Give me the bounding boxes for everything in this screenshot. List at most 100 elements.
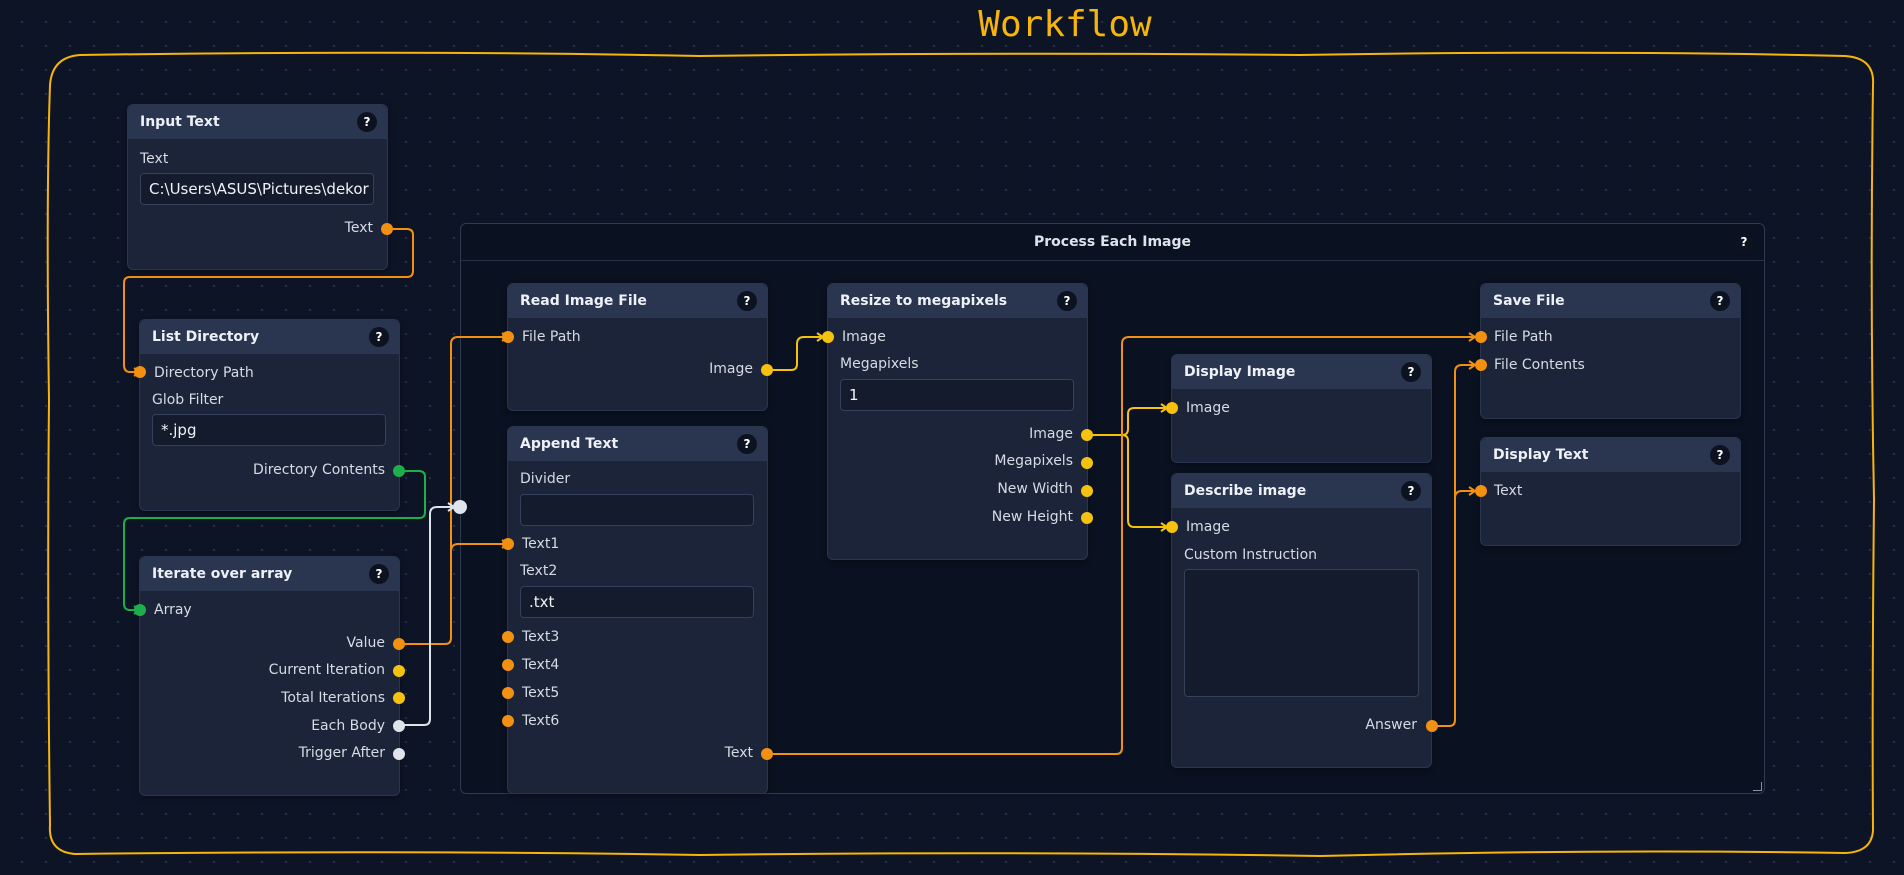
node-title: Append Text <box>520 436 619 452</box>
help-icon[interactable]: ? <box>1734 232 1754 252</box>
output-label: Image <box>709 361 753 377</box>
node-title: Iterate over array <box>152 566 293 582</box>
input-port[interactable] <box>1166 521 1178 533</box>
output-port[interactable] <box>393 720 405 732</box>
help-icon[interactable]: ? <box>1057 291 1077 311</box>
input-port[interactable] <box>502 659 514 671</box>
node-header[interactable]: Display Image ? <box>1172 355 1431 389</box>
glob-filter-input[interactable]: *.jpg <box>152 414 386 446</box>
output-label: Trigger After <box>298 745 385 761</box>
node-title: Input Text <box>140 114 220 130</box>
input-port[interactable] <box>822 331 834 343</box>
output-label: Each Body <box>311 718 385 734</box>
node-header[interactable]: Describe image ? <box>1172 474 1431 508</box>
divider-input[interactable] <box>520 494 754 526</box>
node-save-file[interactable]: Save File ? File Path File Contents <box>1480 283 1741 419</box>
input-label: Directory Path <box>154 365 254 381</box>
output-label: New Width <box>997 481 1073 497</box>
output-port[interactable] <box>1081 429 1093 441</box>
help-icon[interactable]: ? <box>369 327 389 347</box>
node-resize-to-megapixels[interactable]: Resize to megapixels ? Image Megapixels … <box>827 283 1088 560</box>
input-port[interactable] <box>502 538 514 550</box>
group-input-port[interactable] <box>453 500 467 514</box>
output-port[interactable] <box>1081 512 1093 524</box>
output-port[interactable] <box>381 223 393 235</box>
input-label: Image <box>842 329 886 345</box>
node-header[interactable]: Display Text ? <box>1481 438 1740 472</box>
output-label: Text <box>724 745 753 761</box>
help-icon[interactable]: ? <box>369 564 389 584</box>
text2-input[interactable]: .txt <box>520 586 754 618</box>
node-header[interactable]: Iterate over array ? <box>140 557 399 591</box>
output-label: Value <box>346 635 385 651</box>
input-port[interactable] <box>502 687 514 699</box>
output-port[interactable] <box>1426 720 1438 732</box>
node-title: Read Image File <box>520 293 647 309</box>
node-display-image[interactable]: Display Image ? Image <box>1171 354 1432 463</box>
node-title: Describe image <box>1184 483 1307 499</box>
custom-instruction-textarea[interactable] <box>1184 569 1419 697</box>
node-title: Display Image <box>1184 364 1296 380</box>
field-label: Glob Filter <box>152 392 224 408</box>
output-port[interactable] <box>1081 457 1093 469</box>
node-header[interactable]: Append Text ? <box>508 427 767 461</box>
workflow-title: Workflow <box>978 4 1152 45</box>
help-icon[interactable]: ? <box>1710 291 1730 311</box>
input-port[interactable] <box>502 715 514 727</box>
group-header[interactable]: Process Each Image ? <box>461 224 1764 261</box>
node-display-text[interactable]: Display Text ? Text <box>1480 437 1741 546</box>
output-port[interactable] <box>761 748 773 760</box>
output-port[interactable] <box>761 364 773 376</box>
input-port[interactable] <box>502 331 514 343</box>
field-label: Custom Instruction <box>1184 547 1318 563</box>
help-icon[interactable]: ? <box>1710 445 1730 465</box>
resize-handle-icon[interactable] <box>1753 782 1762 791</box>
output-port[interactable] <box>393 748 405 760</box>
help-icon[interactable]: ? <box>737 291 757 311</box>
input-port[interactable] <box>134 366 146 378</box>
input-label: Text6 <box>522 713 560 729</box>
input-port[interactable] <box>1475 331 1487 343</box>
input-port[interactable] <box>502 631 514 643</box>
output-port[interactable] <box>393 638 405 650</box>
node-header[interactable]: Input Text ? <box>128 105 387 139</box>
node-title: Display Text <box>1493 447 1589 463</box>
help-icon[interactable]: ? <box>1401 362 1421 382</box>
input-label: Array <box>154 602 192 618</box>
node-input-text[interactable]: Input Text ? Text C:\Users\ASUS\Pictures… <box>127 104 388 270</box>
output-label: Total Iterations <box>281 690 385 706</box>
input-port[interactable] <box>1475 359 1487 371</box>
node-append-text[interactable]: Append Text ? Divider Text1 Text2 .txt T… <box>507 426 768 794</box>
input-label: Image <box>1186 400 1230 416</box>
input-port[interactable] <box>134 604 146 616</box>
node-header[interactable]: Read Image File ? <box>508 284 767 318</box>
node-read-image-file[interactable]: Read Image File ? File Path Image <box>507 283 768 411</box>
node-header[interactable]: Resize to megapixels ? <box>828 284 1087 318</box>
help-icon[interactable]: ? <box>357 112 377 132</box>
input-port[interactable] <box>1475 485 1487 497</box>
help-icon[interactable]: ? <box>1401 481 1421 501</box>
node-iterate-over-array[interactable]: Iterate over array ? Array Value Current… <box>139 556 400 796</box>
node-header[interactable]: List Directory ? <box>140 320 399 354</box>
megapixels-input[interactable]: 1 <box>840 379 1074 411</box>
input-port[interactable] <box>1166 402 1178 414</box>
output-port[interactable] <box>1081 485 1093 497</box>
input-label: File Path <box>1494 329 1553 345</box>
output-port[interactable] <box>393 465 405 477</box>
output-label: Answer <box>1365 717 1417 733</box>
output-label: Directory Contents <box>253 462 385 478</box>
output-label: Image <box>1029 426 1073 442</box>
node-header[interactable]: Save File ? <box>1481 284 1740 318</box>
help-icon[interactable]: ? <box>737 434 757 454</box>
output-label: New Height <box>991 509 1073 525</box>
input-label: File Path <box>522 329 581 345</box>
node-title: List Directory <box>152 329 260 345</box>
node-describe-image[interactable]: Describe image ? Image Custom Instructio… <box>1171 473 1432 768</box>
output-port[interactable] <box>393 665 405 677</box>
input-label: Text1 <box>522 536 560 552</box>
output-port[interactable] <box>393 692 405 704</box>
node-list-directory[interactable]: List Directory ? Directory Path Glob Fil… <box>139 319 400 511</box>
output-label: Text <box>344 220 373 236</box>
input-label: Text3 <box>522 629 560 645</box>
text-input[interactable]: C:\Users\ASUS\Pictures\dekor <box>140 173 374 205</box>
